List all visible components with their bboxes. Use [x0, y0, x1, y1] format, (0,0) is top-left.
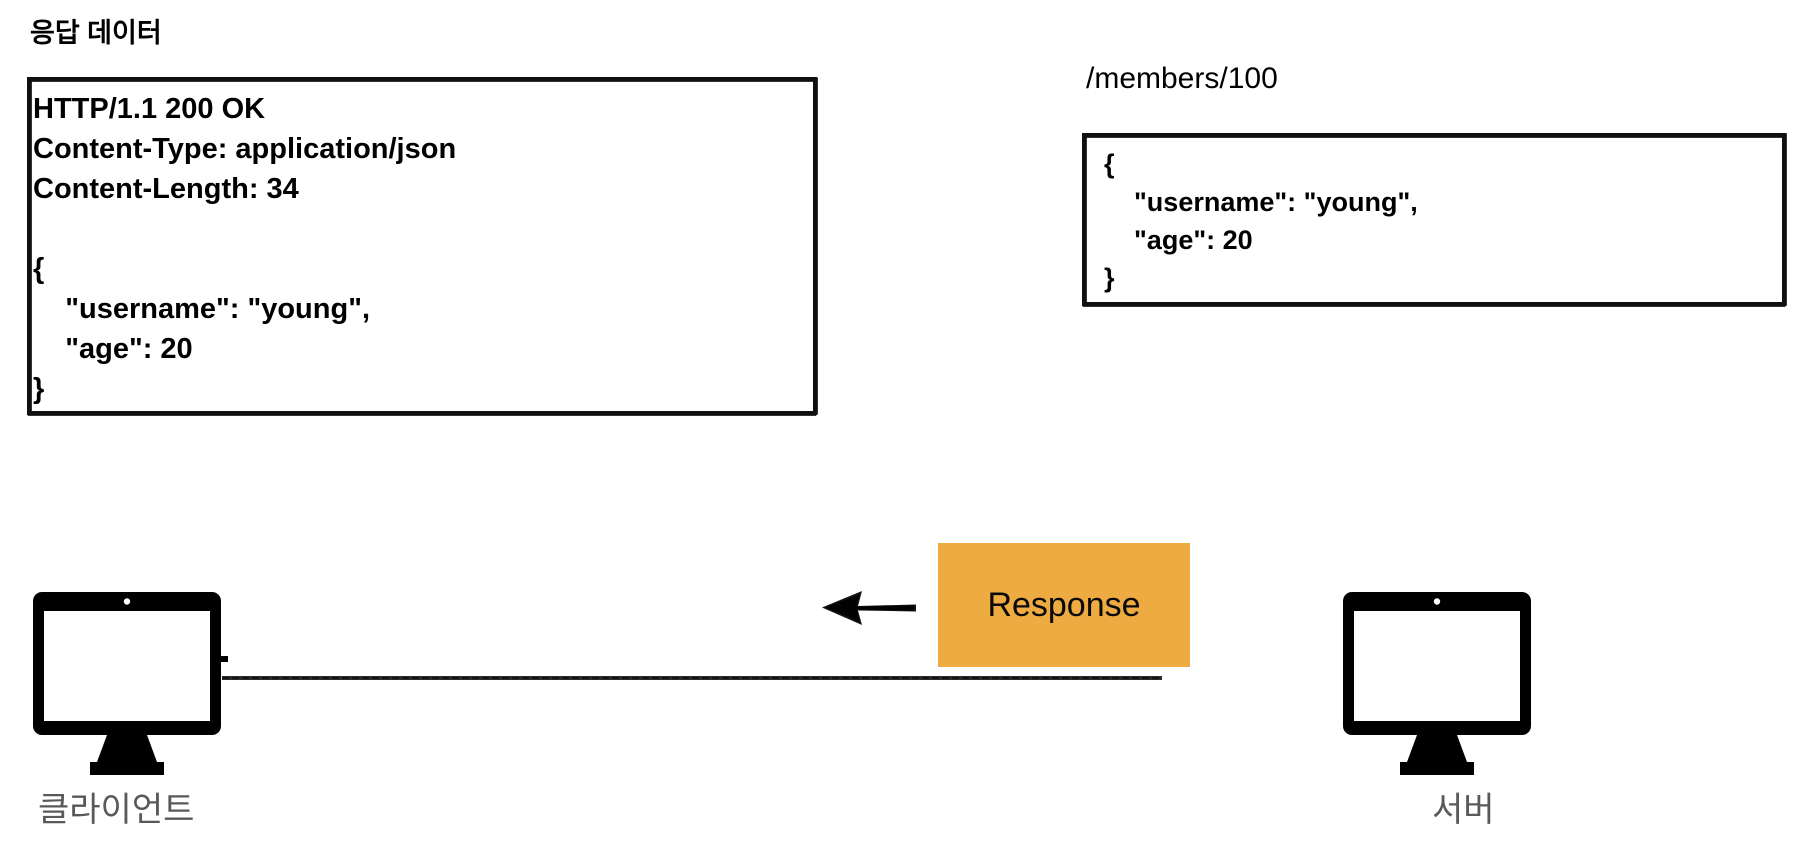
box-border-right-texture: [1783, 133, 1787, 306]
desktop-monitor-icon: [1343, 592, 1531, 775]
page-title: 응답 데이터: [30, 18, 162, 48]
response-message-box: [27, 77, 818, 416]
box-border-bottom-texture: [1082, 303, 1786, 307]
box-border-left-texture: [1083, 133, 1087, 306]
server-label: 서버: [1432, 791, 1495, 829]
json-body-text: { "username": "young", "age": 20 }: [1104, 149, 1418, 293]
box-border-left-texture: [28, 77, 32, 415]
response-message-text: HTTP/1.1 200 OK Content-Type: applicatio…: [33, 93, 457, 405]
endpoint-path-label: /members/100: [1086, 62, 1278, 95]
box-border-top-texture: [27, 78, 817, 82]
response-badge: Response: [938, 543, 1190, 667]
left-arrow-icon: [822, 591, 916, 625]
network-connection-line: [222, 676, 1162, 680]
response-badge-label: Response: [987, 585, 1141, 624]
box-border-bottom-texture: [27, 412, 817, 416]
client-label: 클라이언트: [38, 791, 195, 829]
box-border-top-texture: [1082, 134, 1786, 138]
json-body-box: { "username": "young", "age": 20 }: [1082, 133, 1787, 307]
desktop-monitor-icon: [33, 592, 228, 775]
box-border-right-texture: [814, 77, 818, 415]
